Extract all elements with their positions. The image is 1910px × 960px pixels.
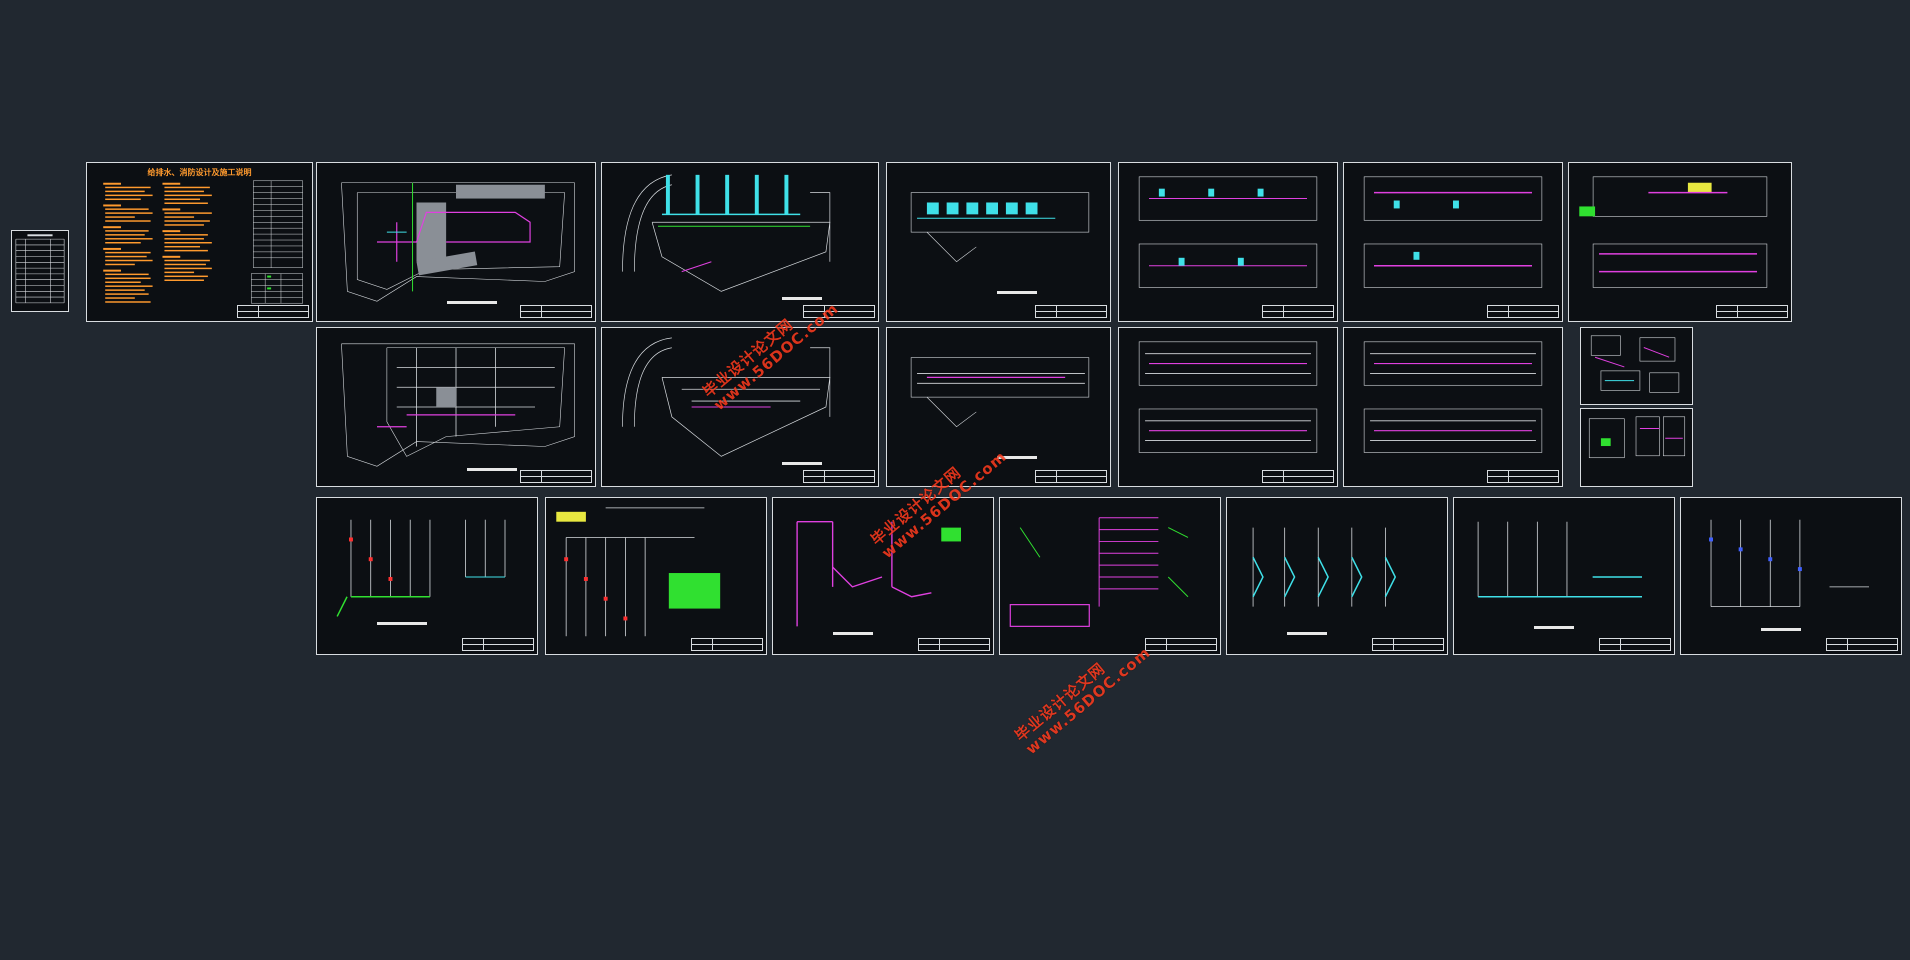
sheet-floor1-plan[interactable]: [886, 162, 1111, 322]
sheet-basement-drainage-plan[interactable]: [601, 327, 879, 487]
title-block: [237, 305, 309, 318]
sheet-rainwater-system[interactable]: [1680, 497, 1902, 655]
sheet-basement-plan[interactable]: [601, 162, 879, 322]
detail-drawing: [1590, 335, 1680, 393]
drawing-caption: [1287, 632, 1327, 635]
title-block: [520, 470, 592, 483]
title-block: [1599, 638, 1671, 651]
title-block: [803, 305, 875, 318]
drawing-caption: [782, 462, 822, 465]
system-diagram: [1252, 527, 1397, 607]
plan-drawing: [1363, 341, 1543, 453]
title-block: [1716, 305, 1788, 318]
title-block: [918, 638, 990, 651]
sheet-floor1-drainage-plan[interactable]: [886, 327, 1111, 487]
sheet-detail-b[interactable]: [1580, 408, 1693, 487]
sheet-site-plan[interactable]: [316, 162, 596, 322]
sheet-floor2-plan[interactable]: [1118, 162, 1338, 322]
drawing-caption: [997, 456, 1037, 459]
title-block: [1262, 470, 1334, 483]
title-block: [803, 470, 875, 483]
drawing-index-table: [15, 234, 65, 304]
title-block: [520, 305, 592, 318]
notes-title: 给排水、消防设计及施工说明: [147, 167, 252, 177]
system-diagram: [556, 507, 721, 637]
drawing-caption: [377, 622, 427, 625]
title-block: [462, 638, 534, 651]
title-block: [1487, 305, 1559, 318]
system-diagram: [796, 521, 961, 627]
sheet-sprinkler-system[interactable]: [999, 497, 1221, 655]
sheet-drainage-system[interactable]: [772, 497, 994, 655]
title-block: [691, 638, 763, 651]
plan-drawing: [622, 174, 831, 292]
title-block: [1145, 638, 1217, 651]
sheet-roof-plan[interactable]: [1568, 162, 1792, 322]
plan-drawing: [1363, 176, 1543, 288]
plan-drawing: [1138, 176, 1318, 288]
plan-drawing: [1579, 176, 1768, 288]
sheet-drawing-index[interactable]: [11, 230, 69, 312]
drawing-caption: [997, 291, 1037, 294]
title-block: [1035, 305, 1107, 318]
drawing-caption: [1534, 626, 1574, 629]
title-block: [1487, 470, 1559, 483]
title-block: [1035, 470, 1107, 483]
sheet-floor3-drainage-plan[interactable]: [1343, 327, 1563, 487]
plan-drawing: [1138, 341, 1318, 453]
sheet-floor3-plan[interactable]: [1343, 162, 1563, 322]
title-block: [1372, 638, 1444, 651]
sheet-hot-water-system[interactable]: [1226, 497, 1448, 655]
system-diagram: [336, 519, 506, 617]
sheet-detail-a[interactable]: [1580, 327, 1693, 405]
drawing-caption: [833, 632, 873, 635]
drawing-caption: [447, 301, 497, 304]
system-diagram: [1709, 519, 1869, 608]
plan-drawing: [910, 192, 1090, 263]
sheet-fire-system[interactable]: [545, 497, 767, 655]
title-block: [1826, 638, 1898, 651]
drawing-caption: [1761, 628, 1801, 631]
system-diagram: [1477, 521, 1642, 598]
sheet-site-drainage-plan[interactable]: [316, 327, 596, 487]
sheet-return-water-system[interactable]: [1453, 497, 1675, 655]
drawing-caption: [782, 297, 822, 300]
notes-text-block: [103, 180, 303, 304]
plan-drawing: [341, 343, 575, 467]
drawing-caption: [467, 468, 517, 471]
detail-drawing: [1588, 416, 1686, 459]
title-block: [1262, 305, 1334, 318]
plan-drawing: [622, 337, 831, 457]
plan-drawing: [910, 357, 1090, 428]
plan-drawing: [341, 182, 575, 302]
sheet-water-supply-system[interactable]: [316, 497, 538, 655]
system-diagram: [1009, 517, 1189, 627]
watermark-line2: www.56DOC.com: [1022, 643, 1155, 759]
sheet-design-notes[interactable]: 给排水、消防设计及施工说明: [86, 162, 313, 322]
sheet-floor2-drainage-plan[interactable]: [1118, 327, 1338, 487]
